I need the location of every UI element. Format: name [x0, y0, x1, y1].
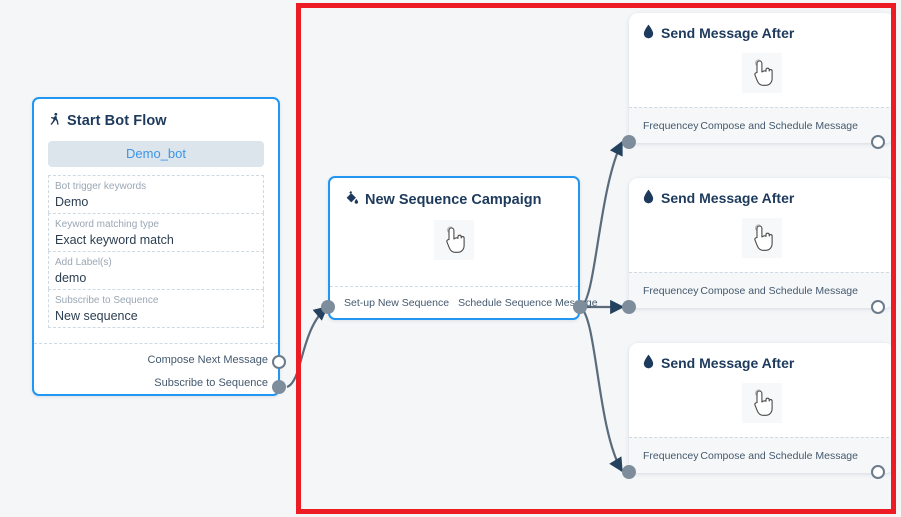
card-footer-right-label-3: Compose and Schedule Message: [700, 449, 858, 462]
edge-sequence-to-card-1: [579, 140, 623, 309]
card-footer-left-label-2: Frequencey: [643, 284, 699, 297]
pointing-hand-cursor-icon: [753, 59, 773, 86]
card-footer-1: Frequencey Compose and Schedule Message: [629, 107, 894, 143]
sequence-cursor-placeholder: [434, 220, 474, 260]
field-subscribe-to-sequence[interactable]: Subscribe to Sequence New sequence: [48, 289, 264, 328]
field-label: Bot trigger keywords: [55, 181, 147, 192]
start-node-footer: Compose Next Message Subscribe to Sequen…: [34, 343, 278, 394]
start-node-title: Start Bot Flow: [67, 113, 167, 129]
field-keyword-matching-type[interactable]: Keyword matching type Exact keyword matc…: [48, 213, 264, 251]
edge-start-to-sequence: [286, 306, 329, 389]
card-title-1: Send Message After: [661, 25, 795, 41]
sequence-footer-label-setup: Set-up New Sequence: [344, 296, 450, 309]
card-cursor-placeholder-2: [741, 218, 782, 258]
node-send-message-after-1[interactable]: Send Message After Frequencey Compose an…: [629, 13, 894, 143]
node-new-sequence-campaign[interactable]: New Sequence Campaign Set-up New Sequenc…: [328, 176, 598, 320]
node-start-bot-flow[interactable]: Start Bot Flow Demo_bot Bot trigger keyw…: [32, 97, 280, 396]
water-drop-icon: [643, 24, 654, 42]
port-row-subscribe-to-sequence: Subscribe to Sequence: [34, 371, 278, 394]
card-header-1: Send Message After: [629, 13, 894, 42]
water-drop-icon: [643, 354, 654, 372]
start-node-fields: Bot trigger keywords Demo Keyword matchi…: [48, 175, 264, 328]
card-footer-left-label-1: Frequencey: [643, 119, 699, 132]
field-label: Add Label(s): [55, 257, 112, 268]
pointing-hand-cursor-icon: [753, 224, 773, 251]
sequence-footer-label-schedule: Schedule Sequence Message: [458, 296, 598, 309]
port-card-1-input[interactable]: [622, 135, 636, 149]
sequence-node-title: New Sequence Campaign: [365, 191, 542, 208]
bot-name-pill[interactable]: Demo_bot: [48, 141, 264, 167]
card-header-2: Send Message After: [629, 178, 894, 207]
field-add-labels[interactable]: Add Label(s) demo: [48, 251, 264, 289]
pointing-hand-cursor-icon: [446, 226, 465, 253]
port-card-2-input[interactable]: [622, 300, 636, 314]
field-value: New sequence: [55, 309, 138, 323]
field-value: demo: [55, 271, 87, 285]
pointing-hand-cursor-icon: [753, 389, 773, 416]
sequence-node-header: New Sequence Campaign: [330, 178, 578, 209]
card-header-3: Send Message After: [629, 343, 894, 372]
node-send-message-after-2[interactable]: Send Message After Frequencey Compose an…: [629, 178, 894, 308]
card-cursor-placeholder-3: [741, 383, 782, 423]
start-node-header: Start Bot Flow: [34, 99, 278, 139]
water-drop-icon: [643, 189, 654, 207]
card-title-3: Send Message After: [661, 355, 795, 371]
field-label: Subscribe to Sequence: [55, 295, 159, 306]
port-sequence-output[interactable]: [573, 300, 587, 314]
port-card-1-output[interactable]: [871, 135, 885, 149]
card-footer-3: Frequencey Compose and Schedule Message: [629, 437, 894, 473]
card-title-2: Send Message After: [661, 190, 795, 206]
card-footer-right-label-2: Compose and Schedule Message: [700, 284, 858, 297]
port-row-compose-next-message: Compose Next Message: [34, 348, 278, 371]
port-label: Subscribe to Sequence: [154, 376, 268, 389]
edge-sequence-to-card-3: [579, 306, 623, 473]
port-card-3-output[interactable]: [871, 465, 885, 479]
running-person-icon: [48, 111, 61, 131]
port-sequence-input[interactable]: [321, 300, 335, 314]
field-value: Exact keyword match: [55, 233, 174, 247]
sequence-node-body: [330, 209, 578, 271]
port-card-3-input[interactable]: [622, 465, 636, 479]
port-subscribe-to-sequence[interactable]: [272, 380, 286, 394]
field-bot-trigger-keywords[interactable]: Bot trigger keywords Demo: [48, 175, 264, 213]
card-body-2: [629, 207, 894, 269]
card-body-1: [629, 42, 894, 104]
paint-bucket-icon: [344, 190, 359, 209]
port-label: Compose Next Message: [147, 353, 268, 366]
port-compose-next-message[interactable]: [272, 355, 286, 369]
card-body-3: [629, 372, 894, 434]
field-value: Demo: [55, 195, 89, 209]
field-label: Keyword matching type: [55, 219, 159, 230]
sequence-node-footer: Set-up New Sequence Schedule Sequence Me…: [330, 286, 598, 318]
card-footer-left-label-3: Frequencey: [643, 449, 699, 462]
node-send-message-after-3[interactable]: Send Message After Frequencey Compose an…: [629, 343, 894, 473]
card-footer-2: Frequencey Compose and Schedule Message: [629, 272, 894, 308]
card-cursor-placeholder-1: [741, 53, 782, 93]
card-footer-right-label-1: Compose and Schedule Message: [700, 119, 858, 132]
port-card-2-output[interactable]: [871, 300, 885, 314]
